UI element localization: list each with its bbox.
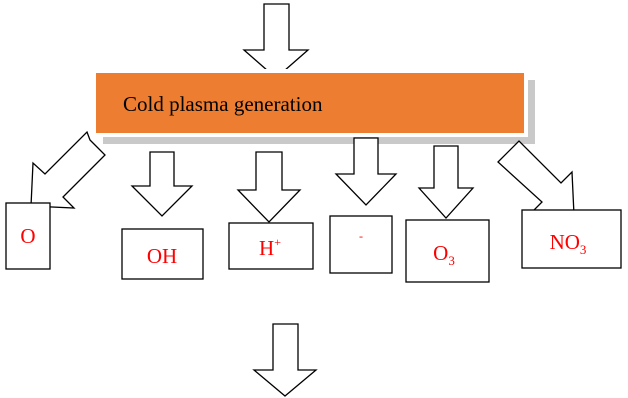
- arrow-diagonal-left: [30, 130, 106, 209]
- species-label-no3: NO3: [550, 230, 587, 257]
- species-label-h-plus: H+: [259, 235, 281, 260]
- arrow-down-oh: [130, 151, 194, 217]
- species-label-o: O: [20, 224, 35, 248]
- header-label: Cold plasma generation: [123, 92, 323, 116]
- species-label-oh: OH: [147, 244, 177, 268]
- species-label-o3: O3: [433, 241, 455, 268]
- arrow-down-top: [242, 3, 310, 79]
- species-box-o3: [405, 219, 490, 283]
- arrow-down-h-plus: [236, 151, 302, 223]
- header-box: [92, 69, 528, 137]
- species-box-no3: [521, 209, 622, 269]
- species-box-minus: [329, 215, 393, 274]
- species-label-minus: -: [359, 229, 363, 243]
- species-box-o: [5, 202, 51, 270]
- arrow-diagonal-right: [497, 140, 575, 216]
- species-box-h-plus: [228, 222, 314, 270]
- arrow-down-minus: [334, 137, 398, 206]
- arrow-down-o3: [417, 145, 475, 219]
- arrow-down-bottom: [252, 323, 318, 397]
- species-box-oh: [121, 228, 204, 280]
